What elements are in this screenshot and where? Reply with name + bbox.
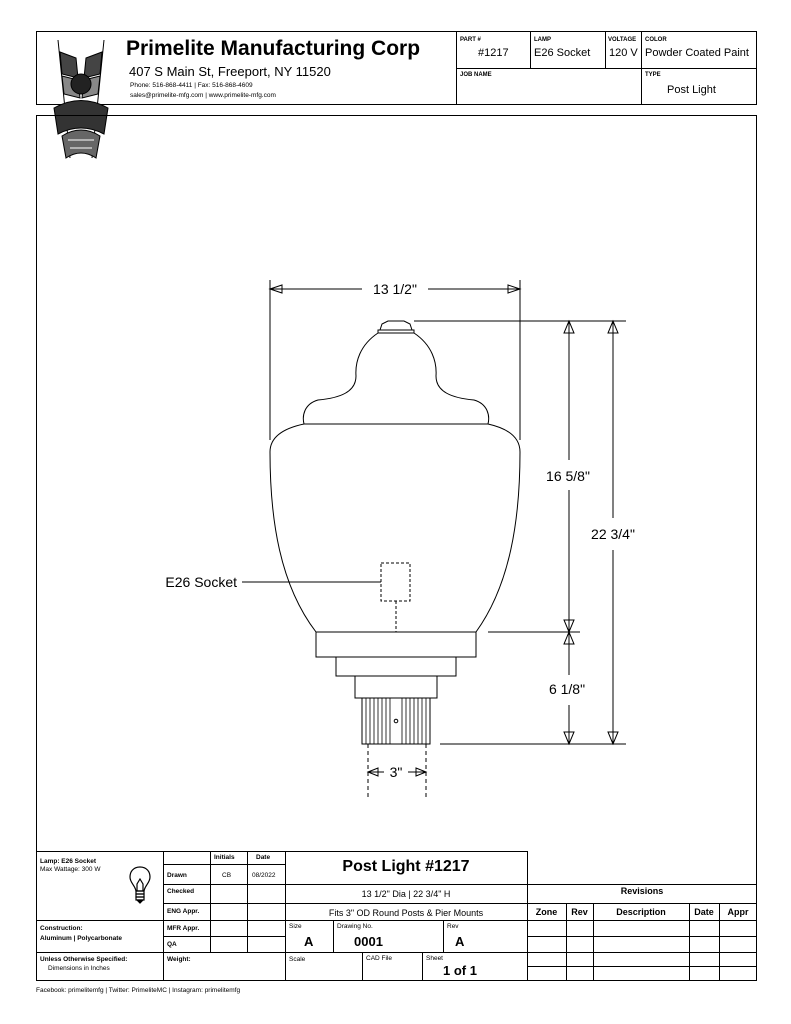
rev-value: A — [455, 934, 465, 949]
fixture-dome — [302, 332, 490, 425]
mfr-label: MFR Appr. — [167, 925, 200, 932]
lamp-line: Lamp: E26 Socket — [40, 858, 96, 865]
drawing-frame — [36, 115, 757, 981]
company-phone: Phone: 516-868-4411 | Fax: 516-868-4609 — [130, 82, 253, 89]
flags-logo-icon — [53, 39, 109, 159]
size-label: Size — [289, 923, 302, 930]
lamp-value: E26 Socket — [534, 47, 591, 59]
job-label: JOB NAME — [460, 72, 492, 78]
drawn-date: 08/2022 — [252, 872, 276, 879]
construction-heading: Construction: — [40, 925, 83, 932]
initials-header: Initials — [214, 854, 235, 861]
company-name: Primelite Manufacturing Corp — [126, 37, 421, 60]
voltage-label: VOLTAGE — [608, 37, 637, 43]
lamp-label: LAMP — [534, 37, 551, 43]
construction-value: Aluminum | Polycarbonate — [40, 935, 122, 942]
color-value: Powder Coated Paint — [645, 47, 749, 59]
drawing-subtitle-2: Fits 3" OD Round Posts & Pier Mounts — [328, 908, 484, 918]
date-header: Date — [256, 854, 271, 861]
rev-col-appr: Appr — [727, 907, 749, 917]
drawn-label: Drawn — [167, 872, 187, 879]
rev-col-rev: Rev — [571, 907, 588, 917]
part-label: PART # — [460, 37, 481, 43]
finial — [379, 320, 413, 331]
rev-col-zone: Zone — [535, 907, 558, 917]
fixture-drawing: 13 1/2" 16 5/8" 22 3/4" 6 1/8" 3" E26 So… — [165, 280, 635, 800]
company-web: sales@primelite-mfg.com | www.primelite-… — [130, 92, 276, 99]
sheet-label: Sheet — [426, 955, 443, 962]
scale-label: Scale — [289, 956, 306, 963]
color-label: COLOR — [645, 37, 667, 43]
dim-width: 13 1/2" — [373, 281, 417, 297]
titleblock: Lamp: E26 Socket Max Wattage: 300 W Cons… — [36, 851, 757, 981]
unless-heading: Unless Otherwise Specified: — [40, 956, 128, 963]
drawn-initials: CB — [222, 872, 232, 879]
revisions-title: Revisions — [620, 886, 664, 896]
light-bulb-icon — [129, 866, 151, 904]
drawing-no-label: Drawing No. — [337, 923, 373, 930]
rev-col-description: Description — [616, 907, 666, 917]
socket-outline — [380, 562, 411, 602]
socket-label: E26 Socket — [165, 574, 237, 590]
type-label: TYPE — [645, 72, 661, 78]
eng-label: ENG Appr. — [167, 908, 200, 915]
wattage-line: Max Wattage: 300 W — [40, 866, 101, 873]
drawing-no-value: 0001 — [354, 934, 383, 949]
sheet-value: 1 of 1 — [443, 963, 477, 978]
rev-label: Rev — [447, 923, 459, 930]
voltage-value: 120 V — [609, 47, 638, 59]
dim-lower: 6 1/8" — [549, 681, 585, 697]
unless-value: Dimensions in Inches — [48, 965, 110, 972]
drawing-title: Post Light #1217 — [342, 858, 470, 875]
qa-label: QA — [167, 941, 177, 948]
fixture-neck — [361, 697, 431, 745]
drawing-subtitle-1: 13 1/2" Dia | 22 3/4" H — [361, 889, 451, 899]
checked-label: Checked — [167, 888, 195, 895]
rev-col-date: Date — [694, 907, 714, 917]
size-value: A — [304, 934, 314, 949]
cad-file-label: CAD File — [366, 955, 393, 962]
type-value: Post Light — [667, 84, 716, 96]
dim-post: 3" — [390, 764, 403, 780]
dim-upper: 16 5/8" — [546, 468, 590, 484]
part-value: #1217 — [478, 47, 509, 59]
social-footer: Facebook: primelitemfg | Twitter: Primel… — [36, 987, 241, 994]
dim-total: 22 3/4" — [591, 526, 635, 542]
company-address: 407 S Main St, Freeport, NY 11520 — [129, 64, 331, 79]
weight-label: Weight: — [167, 956, 191, 963]
fixture-collar — [315, 631, 477, 658]
